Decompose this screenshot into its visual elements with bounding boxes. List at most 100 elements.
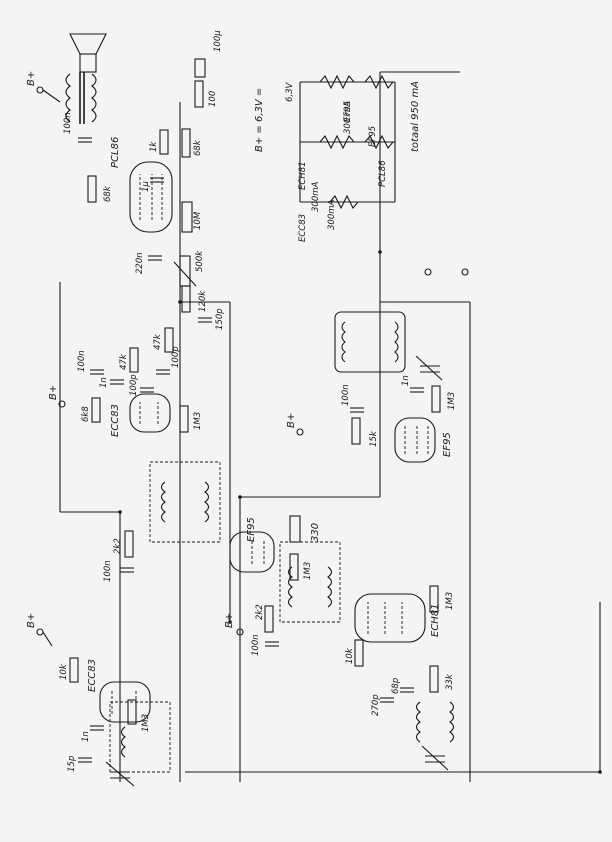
filament-tube-pcl86: PCL86 [378,160,388,187]
capacitor-1n-b: 1n [401,375,424,393]
svg-text:6k8: 6k8 [81,406,91,422]
filament-current-ef95-a: 300 mA [343,101,353,134]
resistor-6k8: 6k8 [81,397,101,423]
tube-ef95-right-label: EF95 [442,432,453,457]
svg-text:1M3: 1M3 [447,392,457,410]
svg-text:100n: 100n [341,384,351,406]
svg-text:150p: 150p [215,308,225,330]
resistor-1M3-c: 1M3 [431,385,457,413]
capacitor-150p: 150p [198,308,225,330]
svg-text:2k2: 2k2 [255,604,265,620]
if-transformer-1 [149,461,221,543]
resistor-1M3-a: 1M3 [179,405,203,433]
resistor-15k: 15k [351,417,379,447]
tuning-capacitor-icon [421,745,449,771]
b-plus-label: B+ [26,71,37,86]
svg-text:270p: 270p [371,694,381,716]
variable-capacitor-icon [415,355,443,381]
capacitor-100u: 100µ [194,30,223,78]
svg-text:47k: 47k [119,353,129,370]
capacitor-15p: 15p [67,756,92,772]
resistor-330: 330 [289,515,321,543]
antenna-terminal [424,268,469,276]
filament-voltage-label: 6,3V [285,81,295,102]
svg-text:1M3: 1M3 [193,412,203,430]
filament-network: 6,3V B+ = 6,3V = EF95 300 mA EF95 PCL86 … [254,74,421,242]
svg-text:33k: 33k [445,673,455,690]
svg-text:100p: 100p [129,374,139,396]
capacitor-100n-c: 100n [103,560,134,582]
capacitor-1n-a: 1n [99,377,124,388]
svg-text:47k: 47k [153,333,163,350]
antenna-coil [334,311,406,373]
b-plus-terminal-ef95: B+ [286,413,304,436]
resistor-1k: 1k [149,129,169,155]
output-transformer [65,72,97,124]
svg-text:2k2: 2k2 [113,538,123,554]
oscillator-coil [415,701,455,743]
resistor-68k-a: 68k [181,128,203,158]
capacitor-270p: 270p [371,694,394,716]
capacitor-100n-a: 100n [63,112,92,143]
tube-ef95-if: EF95 [229,517,275,573]
svg-text:1M3: 1M3 [303,562,313,580]
svg-text:15k: 15k [369,430,379,447]
svg-text:10M: 10M [193,211,203,230]
capacitor-1n-c: 1n [81,725,104,742]
speaker-icon [69,33,107,73]
b-plus-terminal-top: B+ [26,71,61,103]
potentiometer-500k: 500k [173,250,205,287]
resistor-10k-a: 10k [345,639,364,667]
svg-text:1M3: 1M3 [141,714,151,732]
resistor-47k-a: 47k [153,327,174,353]
capacitor-1u: 1µ [141,177,164,192]
svg-text:120k: 120k [198,290,208,312]
resistor-120k: 120k [181,285,208,313]
svg-text:B+: B+ [26,613,37,628]
capacitor-100p: 100p [156,346,181,375]
capacitor-100n-e: 100n [251,634,279,656]
svg-text:10k: 10k [345,647,355,664]
resistor-33k: 33k [429,665,455,693]
capacitor-100n-b: 100n [77,350,104,375]
svg-text:1µ: 1µ [141,181,151,192]
resistor-100: 100 [194,80,218,108]
filament-current-ecc83: 300mA [327,199,337,230]
filament-tube-ef95-b: EF95 [368,126,378,147]
capacitor-220n: 220n [135,252,162,274]
tube-ech81: ECH81 [354,593,441,643]
svg-text:100n: 100n [77,350,87,372]
resistor-2k2-b: 2k2 [255,604,274,633]
b-plus-terminal-bottom: B+ [26,613,53,647]
tube-ecc83-left-label: ECC83 [87,659,98,692]
coil-regen [109,701,171,773]
resistor-68k-b: 68k [87,175,113,203]
svg-text:15p: 15p [67,756,77,772]
tube-pcl86-label: PCL86 [110,137,121,168]
svg-text:1n: 1n [81,731,91,742]
tube-ecc83-top: ECC83 [110,393,171,437]
resistor-1M3-d: 1M3 [429,585,455,613]
svg-text:100: 100 [208,91,218,107]
svg-text:1n: 1n [99,377,109,388]
filament-tube-ech81: ECH81 [298,161,308,190]
capacitor-100p-b: 100p [129,374,154,396]
bus-rails [59,71,601,782]
tuning-capacitor-left-icon [105,761,135,787]
filament-formula: B+ = 6,3V = [254,88,265,152]
svg-text:220n: 220n [135,252,145,274]
svg-text:100n: 100n [103,560,113,582]
svg-text:100p: 100p [171,346,181,368]
filament-current-ech81: 300mA [311,181,321,212]
resistor-47k-b: 47k [119,347,139,373]
filament-total-current: totaal 950 mA [410,81,421,152]
tube-ef95-if-label: EF95 [246,517,257,542]
svg-text:1n: 1n [401,375,411,386]
svg-text:1k: 1k [149,141,159,152]
capacitor-100n-d: 100n [341,384,364,413]
svg-text:68k: 68k [193,139,203,156]
capacitor-68p: 68p [391,678,414,694]
svg-text:100n: 100n [251,634,261,656]
svg-text:100n: 100n [63,112,73,134]
tube-pcl86: PCL86 [110,137,173,233]
